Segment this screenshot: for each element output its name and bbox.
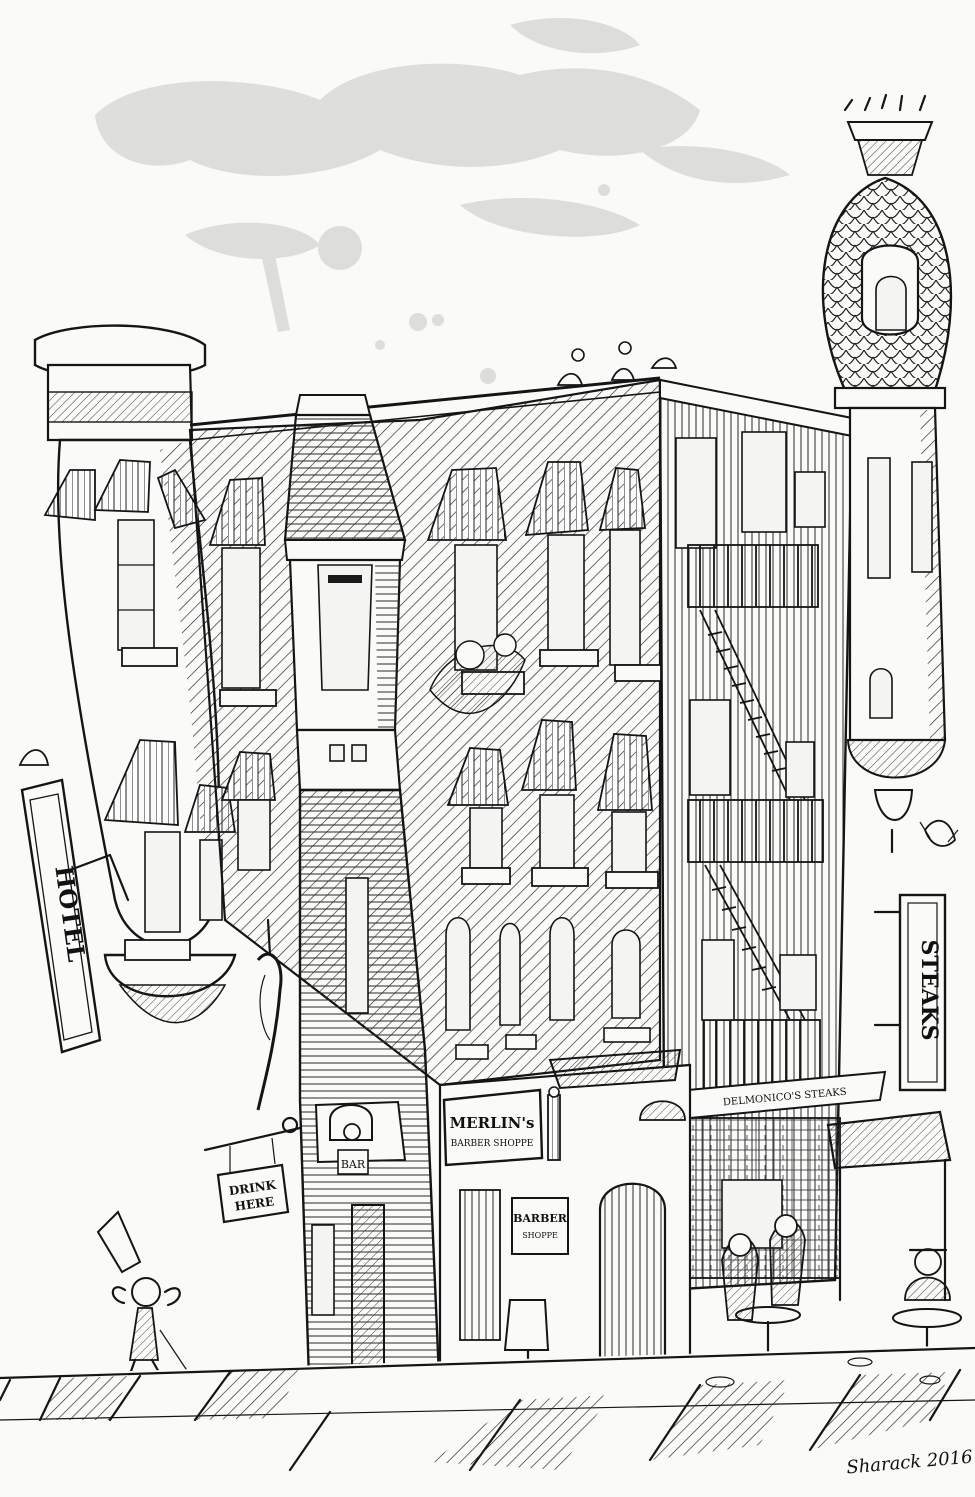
bar-sign: BAR (341, 1158, 366, 1171)
steakhouse-awning (826, 1110, 952, 1302)
middle-window-row (220, 719, 659, 889)
sidewalk (0, 1345, 975, 1497)
steaks-sign: STEAKS (873, 893, 947, 1092)
drink-here-line1: DRINK (228, 1178, 277, 1199)
drink-here-sign: DRINK HERE (203, 1116, 302, 1224)
right-building (658, 378, 887, 1292)
right-tower (821, 93, 953, 854)
hotel-sign: HOTEL (20, 778, 130, 1054)
merlins-sign-title: MERLIN's (450, 1114, 535, 1132)
barber-door-sign-line1: BARBER (513, 1212, 568, 1225)
drink-here-line2: HERE (234, 1194, 275, 1213)
steaks-sign-text: STEAKS (916, 939, 942, 1040)
arched-window-row (445, 917, 651, 1060)
fire-escape (687, 544, 824, 1093)
barber-door-sign: BARBER SHOPPE (511, 1197, 569, 1255)
birds (18, 341, 959, 847)
cafe-scene (721, 1214, 962, 1370)
left-tower (33, 324, 237, 1024)
hanging-figure (256, 918, 283, 1111)
merlins-sign-subtitle: BARBER SHOPPE (451, 1139, 534, 1149)
ink-wash-stains (95, 17, 790, 384)
barber-shop: MERLIN's BARBER SHOPPE BARBER SHOPPE (438, 1048, 692, 1416)
flower-box (429, 633, 526, 714)
barber-door-sign-line2: SHOPPE (522, 1231, 558, 1240)
merlins-sign: MERLIN's BARBER SHOPPE (442, 1088, 544, 1167)
upper-window-row (208, 461, 662, 707)
